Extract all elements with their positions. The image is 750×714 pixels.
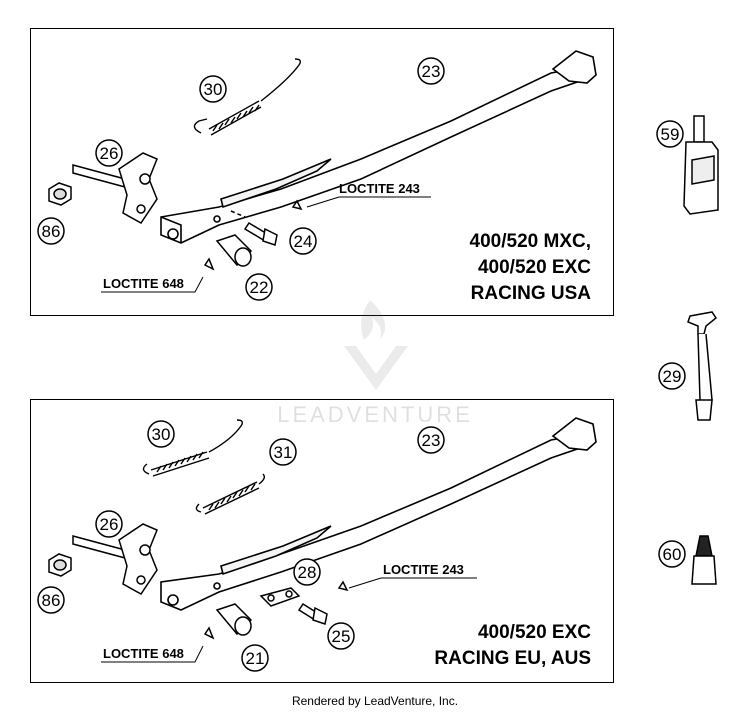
model-line-2: 400/520 EXC: [478, 257, 591, 278]
model-line-3: RACING USA: [471, 283, 592, 304]
model-line-1: 400/520 MXC,: [470, 231, 591, 252]
leader-line: [306, 196, 431, 208]
callout-59: 59: [656, 120, 684, 148]
callout-23: 23: [417, 426, 445, 454]
loctite-648-label: LOCTITE 648: [103, 276, 184, 291]
loctite-243-label: LOCTITE 243: [339, 181, 420, 196]
leader-line: [101, 276, 204, 293]
tool-29: [687, 311, 718, 421]
callout-22: 22: [245, 273, 273, 301]
panel-usa-art: 30 23 26 86 24 22 LOCTITE 243 LOCTITE 64…: [37, 50, 597, 304]
panel-eu-art: 30 31 23 26 86 28 25 21 LOCTITE 243 LOCT…: [37, 417, 597, 672]
callout-24: 24: [289, 227, 317, 255]
nut-86: [48, 182, 72, 206]
model-line-1: 400/520 EXC: [478, 622, 591, 643]
diagram-panel-usa: 30 23 26 86 24 22 LOCTITE 243 LOCTITE 64…: [30, 28, 614, 316]
callout-26: 26: [95, 510, 123, 538]
side-stand-arm: [160, 50, 597, 244]
footer-credit: Rendered by LeadVenture, Inc.: [291, 694, 459, 708]
svg-text:86: 86: [42, 591, 61, 610]
svg-text:25: 25: [332, 627, 351, 646]
callout-86: 86: [37, 217, 65, 245]
bolt-22: [203, 234, 253, 271]
svg-text:26: 26: [100, 515, 119, 534]
loctite-bottle-59: [683, 115, 719, 215]
loctite-243-label: LOCTITE 243: [383, 562, 464, 577]
side-stand-arm: [160, 417, 597, 611]
svg-text:60: 60: [663, 545, 682, 564]
bolt-24: [230, 199, 303, 246]
svg-text:22: 22: [250, 278, 269, 297]
sealant-bottle-60: [691, 535, 717, 585]
callout-86: 86: [37, 586, 65, 614]
svg-text:29: 29: [663, 367, 682, 386]
leader-line: [101, 645, 204, 663]
svg-text:26: 26: [100, 144, 119, 163]
nut-86: [48, 553, 72, 577]
leader-line: [348, 577, 477, 589]
callout-23: 23: [417, 57, 445, 85]
callout-29: 29: [658, 362, 686, 390]
diagram-panel-eu-aus: 30 31 23 26 86 28 25 21 LOCTITE 243 LOCT…: [30, 399, 614, 683]
loctite-648-label: LOCTITE 648: [103, 646, 184, 661]
svg-text:30: 30: [204, 80, 223, 99]
callout-60: 60: [658, 540, 686, 568]
svg-text:30: 30: [152, 425, 171, 444]
svg-text:23: 23: [422, 62, 441, 81]
spring-30: [142, 419, 244, 477]
spring-30: [193, 58, 302, 136]
plate-28: [259, 587, 301, 607]
svg-text:59: 59: [661, 125, 680, 144]
callout-21: 21: [241, 644, 269, 672]
bolt-21: [203, 603, 253, 640]
pivot-bracket-26: [72, 152, 158, 224]
callout-31: 31: [269, 438, 297, 466]
callout-28: 28: [293, 558, 321, 586]
callout-25: 25: [327, 622, 355, 650]
callout-30: 30: [147, 420, 175, 448]
svg-text:28: 28: [298, 563, 317, 582]
svg-text:86: 86: [42, 222, 61, 241]
model-line-2: RACING EU, AUS: [434, 648, 591, 669]
spring-31: [195, 473, 266, 515]
pivot-bracket-26: [72, 523, 158, 595]
svg-text:24: 24: [294, 232, 313, 251]
svg-text:23: 23: [422, 431, 441, 450]
bolt-25: [297, 580, 349, 625]
svg-text:21: 21: [246, 649, 265, 668]
svg-text:31: 31: [274, 443, 293, 462]
callout-30: 30: [199, 75, 227, 103]
callout-26: 26: [95, 139, 123, 167]
